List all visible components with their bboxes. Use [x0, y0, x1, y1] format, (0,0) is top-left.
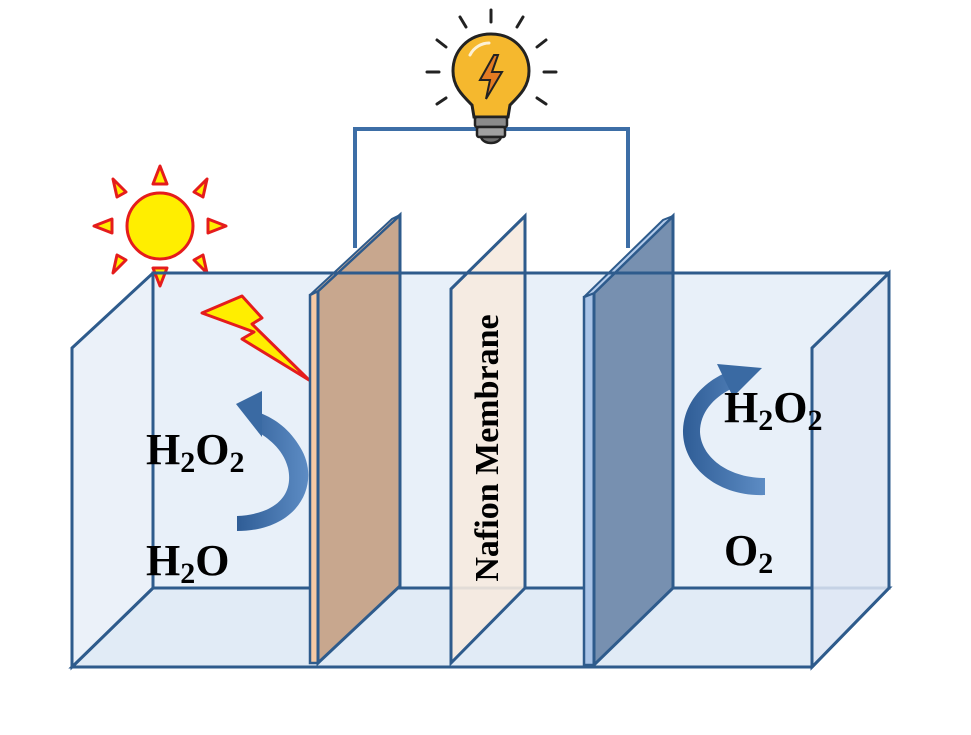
lightning-bolt-icon: [200, 294, 311, 382]
product-label-right: H2O2: [724, 383, 822, 437]
photoelectrode-plate: [308, 211, 402, 667]
reactant-label-left: H2O: [146, 536, 229, 590]
membrane-label: Nafion Membrane: [469, 314, 506, 581]
tank-front-edges: [70, 271, 889, 669]
curved-arrow-icon: [682, 364, 765, 496]
nafion-membrane: [449, 212, 527, 667]
sun-icon: [92, 164, 228, 288]
counter-electrode-plate: [582, 212, 675, 669]
curved-arrow-icon: [236, 391, 309, 531]
tank-right-wall: [810, 269, 891, 671]
product-label-left: H2O2: [146, 425, 244, 479]
light-bulb-icon: [425, 8, 558, 145]
reactant-label-right: O2: [724, 526, 773, 580]
